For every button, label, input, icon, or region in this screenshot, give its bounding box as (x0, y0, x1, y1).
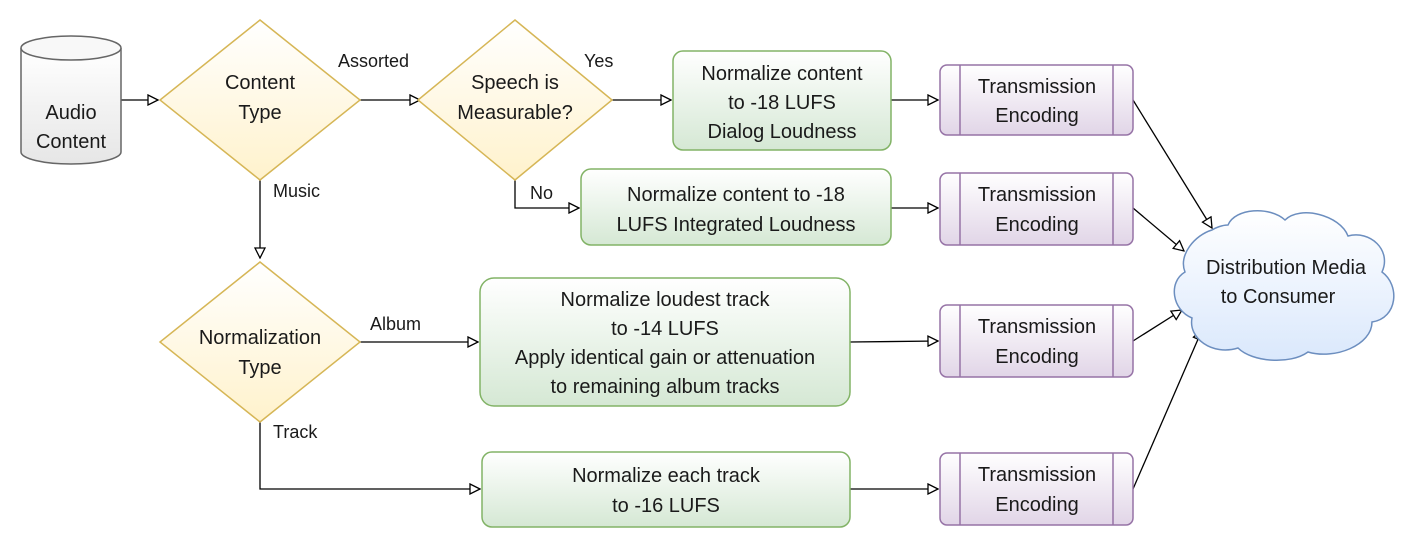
normalize-dialog-box: Normalize content to -18 LUFS Dialog Lou… (672, 50, 892, 151)
edge-tx2-to-distribution (1132, 207, 1184, 251)
edge-labels: Assorted Yes No Music Album Track (273, 51, 613, 442)
normalize-dialog-line-2: to -18 LUFS (728, 92, 836, 114)
distribution-line-1: Distribution Media (1206, 257, 1367, 279)
label-music: Music (273, 181, 320, 201)
normalize-album-line-3: Apply identical gain or attenuation (515, 347, 815, 369)
label-album: Album (370, 314, 421, 334)
edge-tx4-to-distribution (1132, 330, 1202, 490)
label-assorted: Assorted (338, 51, 409, 71)
normalization-type-decision: Normalization Type (158, 261, 362, 423)
speech-measurable-label-2: Measurable? (457, 102, 573, 124)
transmission-encoding-box-2: Transmission Encoding (939, 172, 1134, 246)
edge-tx3-to-distribution (1132, 310, 1182, 342)
normalize-dialog-line-3: Dialog Loudness (708, 121, 857, 143)
distribution-line-2: to Consumer (1221, 286, 1336, 308)
tx3-line-1: Transmission (978, 316, 1096, 338)
edge-album-to-tx3 (849, 341, 938, 342)
normalize-album-line-4: to remaining album tracks (551, 376, 780, 398)
tx1-line-1: Transmission (978, 76, 1096, 98)
transmission-encoding-box-4: Transmission Encoding (939, 452, 1134, 526)
edges (121, 100, 1212, 489)
transmission-encoding-box-1: Transmission Encoding (939, 64, 1134, 136)
tx3-line-2: Encoding (995, 346, 1078, 368)
normalize-dialog-line-1: Normalize content (701, 63, 863, 85)
tx4-line-2: Encoding (995, 494, 1078, 516)
normalization-type-label-1: Normalization (199, 327, 321, 349)
speech-measurable-decision: Speech is Measurable? (416, 19, 614, 181)
normalize-album-box: Normalize loudest track to -14 LUFS Appl… (479, 277, 851, 407)
speech-measurable-label-1: Speech is (471, 72, 559, 94)
normalize-integrated-line-2: LUFS Integrated Loudness (616, 214, 855, 236)
content-type-label-1: Content (225, 72, 295, 94)
normalize-track-line-1: Normalize each track (572, 465, 761, 487)
tx1-line-2: Encoding (995, 105, 1078, 127)
label-no: No (530, 183, 553, 203)
normalize-album-line-1: Normalize loudest track (561, 289, 771, 311)
content-type-label-2: Type (238, 102, 281, 124)
edge-normtype-track (259, 420, 480, 489)
audio-content-label-1: Audio (45, 102, 96, 124)
normalization-type-label-2: Type (238, 357, 281, 379)
tx2-line-2: Encoding (995, 214, 1078, 236)
label-track: Track (273, 422, 318, 442)
normalize-album-line-2: to -14 LUFS (611, 318, 719, 340)
normalize-integrated-box: Normalize content to -18 LUFS Integrated… (580, 168, 892, 246)
normalize-integrated-line-1: Normalize content to -18 (627, 184, 845, 206)
normalize-track-box: Normalize each track to -16 LUFS (481, 451, 851, 528)
normalize-track-line-2: to -16 LUFS (612, 495, 720, 517)
audio-content-cylinder: Audio Content (20, 35, 122, 165)
edge-speech-no (514, 180, 579, 208)
edge-tx1-to-distribution (1132, 99, 1212, 228)
tx4-line-1: Transmission (978, 464, 1096, 486)
distribution-cloud: Distribution Media to Consumer (1173, 209, 1395, 362)
label-yes: Yes (584, 51, 613, 71)
tx2-line-1: Transmission (978, 184, 1096, 206)
content-type-decision: Content Type (158, 19, 362, 181)
transmission-encoding-box-3: Transmission Encoding (939, 304, 1134, 378)
audio-content-label-2: Content (36, 131, 106, 153)
